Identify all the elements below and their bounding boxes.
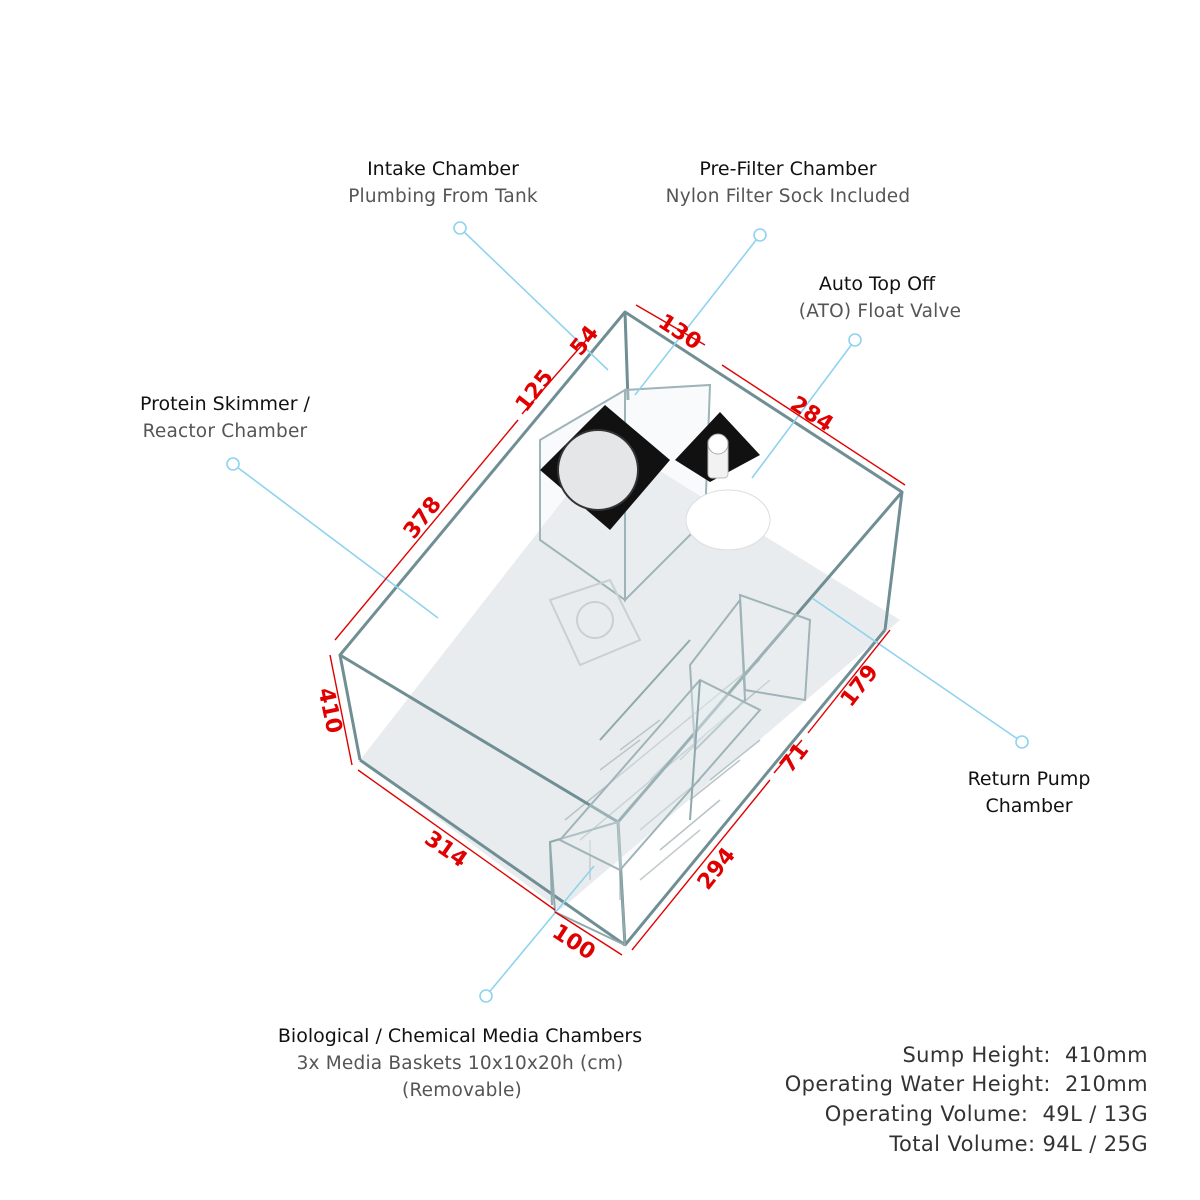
dim-294: 294 (693, 843, 741, 895)
dim-71: 71 (776, 738, 815, 778)
spec-sump-height: Sump Height: 410mm (902, 1043, 1148, 1067)
spec-operating-volume: Operating Volume: 49L / 13G (825, 1102, 1148, 1126)
ato-leader-dot (848, 333, 862, 347)
prefilter-title: Pre-Filter Chamber (699, 158, 876, 180)
dimension-lines (329, 304, 906, 956)
spec-list: Sump Height: 410mm Operating Water Heigh… (785, 1043, 1148, 1156)
skimmer-subtitle: Reactor Chamber (143, 421, 308, 442)
skimmer-leader-dot (226, 457, 240, 471)
spec-operating-water-height: Operating Water Height: 210mm (785, 1072, 1148, 1096)
media-title: Biological / Chemical Media Chambers (278, 1025, 642, 1047)
return-pump-subtitle: Chamber (985, 795, 1072, 817)
ato-subtitle: (ATO) Float Valve (799, 301, 961, 322)
prefilter-subtitle: Nylon Filter Sock Included (666, 186, 911, 207)
leader-lines (226, 221, 1029, 1003)
media-leader-dot (479, 989, 493, 1003)
media-note: (Removable) (402, 1080, 522, 1101)
ato-float-valve (685, 433, 771, 551)
skimmer-ghost (548, 578, 642, 667)
media-subtitle: 3x Media Baskets 10x10x20h (cm) (297, 1053, 624, 1074)
tank-floor (360, 440, 900, 910)
intake-subtitle: Plumbing From Tank (348, 186, 538, 207)
prefilter-leader-dot (753, 228, 767, 242)
filter-sock-holder (540, 405, 670, 530)
intake-leader-dot (453, 221, 467, 235)
return-pump-title: Return Pump (968, 768, 1091, 790)
return-pump-leader-dot (1015, 735, 1029, 749)
dim-125: 125 (511, 365, 559, 417)
dim-100: 100 (547, 920, 599, 966)
intake-title: Intake Chamber (367, 158, 519, 180)
dim-410: 410 (312, 686, 346, 736)
dim-54: 54 (566, 321, 605, 361)
baffles (539, 383, 812, 872)
spec-total-volume: Total Volume: 94L / 25G (888, 1132, 1148, 1156)
ato-title: Auto Top Off (819, 273, 936, 295)
skimmer-title: Protein Skimmer / (140, 393, 311, 415)
glass-tank (338, 310, 904, 947)
